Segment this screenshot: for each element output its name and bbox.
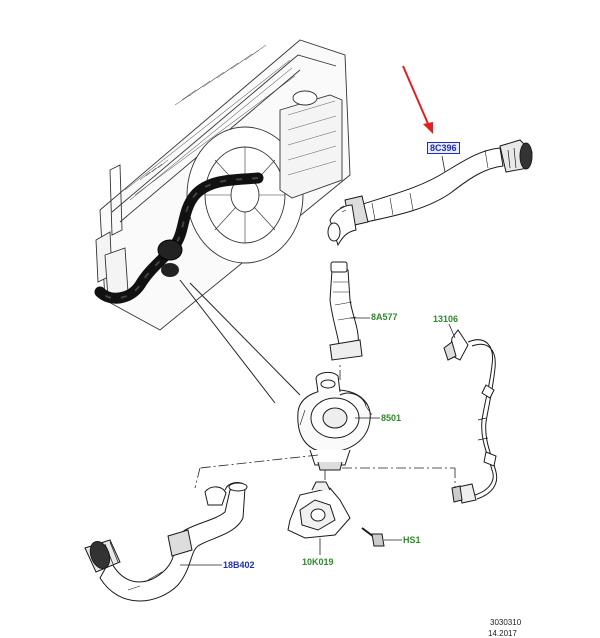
leader-13106	[448, 323, 456, 339]
illustration-ref-number: 3030310	[490, 618, 522, 627]
part-label-8c396[interactable]: 8C396	[427, 142, 460, 154]
lower-hose-18b402	[84, 482, 248, 602]
leader-8c396	[441, 155, 446, 173]
part-label-8501[interactable]: 8501	[381, 413, 402, 423]
part-label-13106[interactable]: 13106	[433, 314, 459, 324]
bracket-10k019	[287, 481, 351, 539]
highlight-arrow	[402, 65, 433, 134]
part-label-hs1[interactable]: HS1	[403, 535, 421, 545]
part-label-10k019[interactable]: 10K019	[302, 557, 334, 567]
radiator-lower-hose	[94, 172, 264, 304]
part-label-8a577[interactable]: 8A577	[371, 312, 398, 322]
part-label-18b402[interactable]: 18B402	[223, 560, 255, 570]
radiator-leader-lines	[179, 279, 301, 404]
upper-hose-8c396	[327, 139, 533, 247]
water-pump-8501	[297, 371, 373, 471]
wiring-harness-13106	[443, 329, 498, 504]
illustration-date: 14.2017	[488, 629, 517, 638]
coolant-hose-8a577	[329, 261, 363, 361]
bolt-hs1	[361, 527, 385, 547]
